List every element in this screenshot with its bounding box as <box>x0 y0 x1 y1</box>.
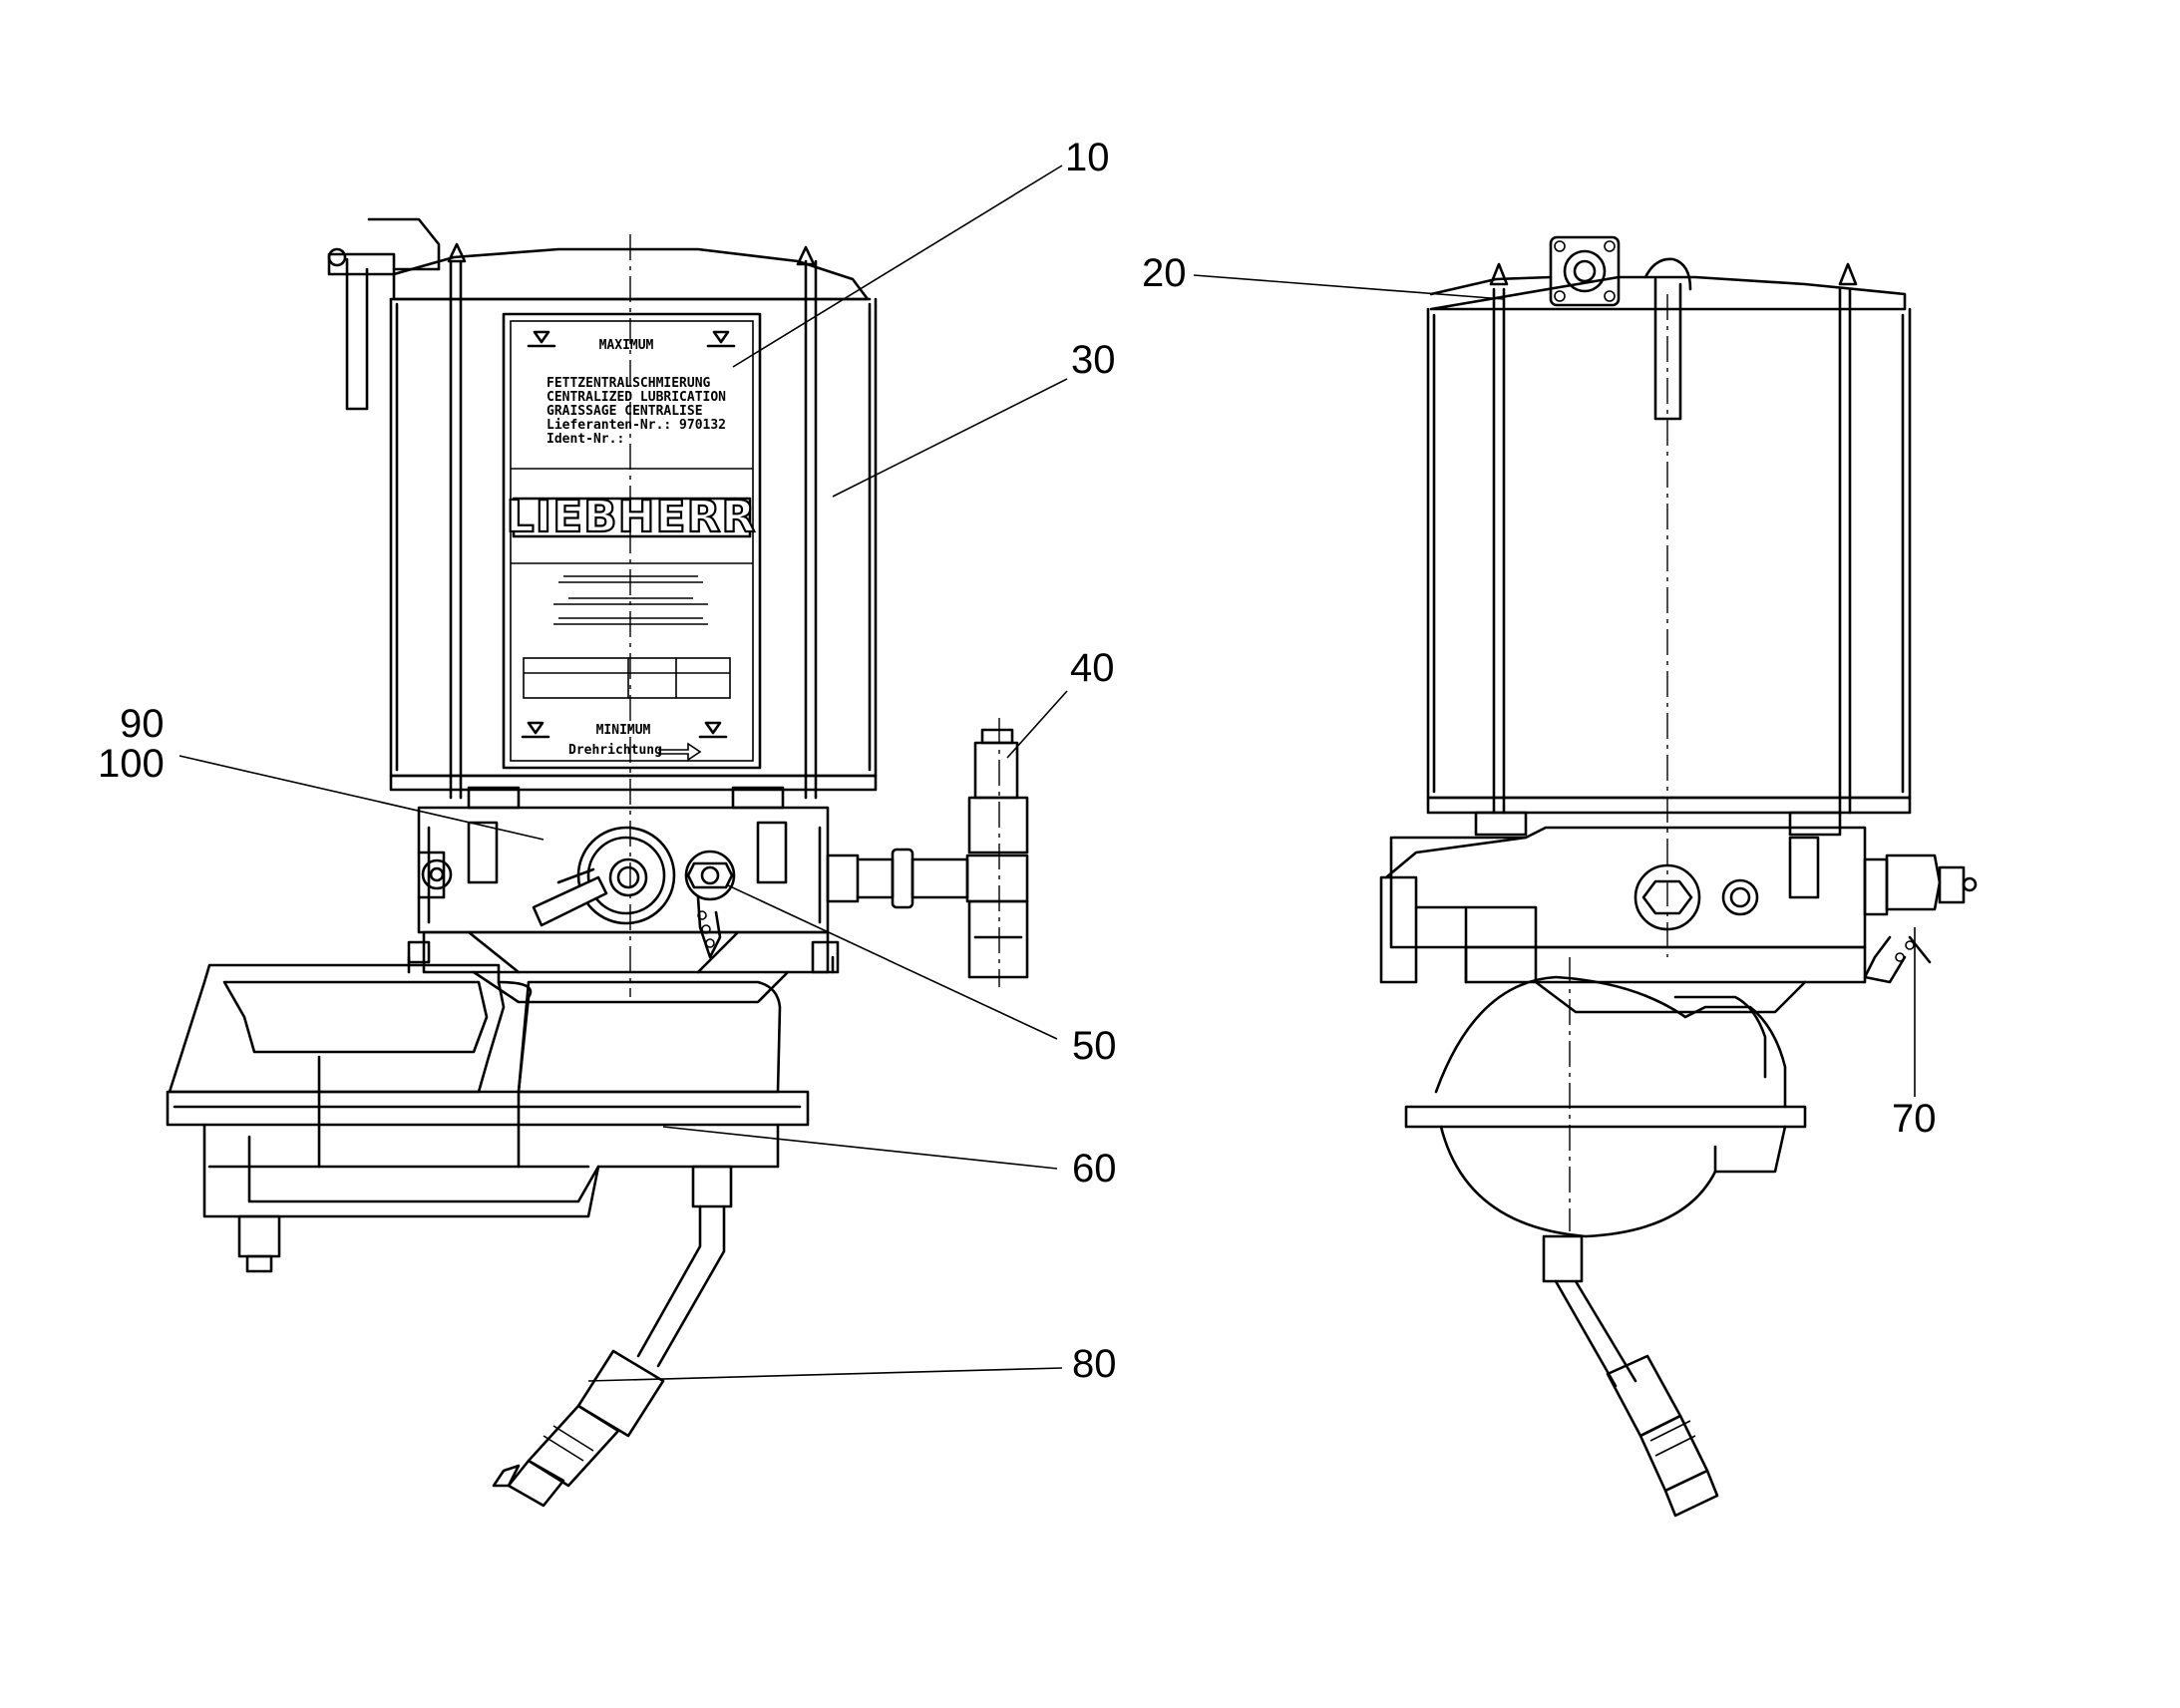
callout-80: 80 <box>1072 1342 1117 1386</box>
callout-40: 40 <box>1070 646 1115 690</box>
plate-line-1: FETTZENTRALSCHMIERUNG <box>546 376 711 391</box>
level-sensor-cable <box>492 1165 733 1508</box>
electrical-connector <box>1549 235 1621 307</box>
callout-20: 20 <box>1142 251 1187 295</box>
pressure-relief-tee <box>826 718 1029 987</box>
callout-100: 100 <box>98 742 165 786</box>
callout-50: 50 <box>1072 1024 1117 1068</box>
callout-10: 10 <box>1065 136 1110 179</box>
grease-tank <box>166 963 810 1273</box>
plate-table <box>523 657 731 699</box>
callouts: 10 20 30 40 50 60 70 80 90 100 <box>98 136 1937 1386</box>
plate-line-2: CENTRALIZED LUBRICATION <box>546 390 726 405</box>
callout-30: 30 <box>1071 338 1116 382</box>
side-view <box>1379 235 1978 1518</box>
liebherr-logo: LIEBHERR <box>507 492 757 542</box>
side-grease-tank <box>1404 975 1807 1283</box>
front-view: MAXIMUM FETTZENTRALSCHMIERUNG CENTRALIZE… <box>166 217 1029 1508</box>
lube-nipple-fitting <box>684 850 736 959</box>
eccentric-cam <box>532 826 676 927</box>
callout-70: 70 <box>1892 1097 1937 1141</box>
plate-direction-label: Drehrichtung <box>568 743 662 758</box>
plate-min-label: MINIMUM <box>596 723 651 738</box>
callout-60: 60 <box>1072 1147 1117 1191</box>
filler-coupling <box>1863 854 1978 984</box>
plate-line-4: Lieferanten-Nr.: 970132 <box>546 418 726 433</box>
plate-max-label: MAXIMUM <box>599 338 654 353</box>
callout-90: 90 <box>120 702 165 746</box>
nameplate: MAXIMUM FETTZENTRALSCHMIERUNG CENTRALIZE… <box>502 312 762 770</box>
plate-line-5: Ident-Nr.: <box>546 432 624 447</box>
plate-line-3: GRAISSAGE CENTRALISE <box>546 404 703 419</box>
